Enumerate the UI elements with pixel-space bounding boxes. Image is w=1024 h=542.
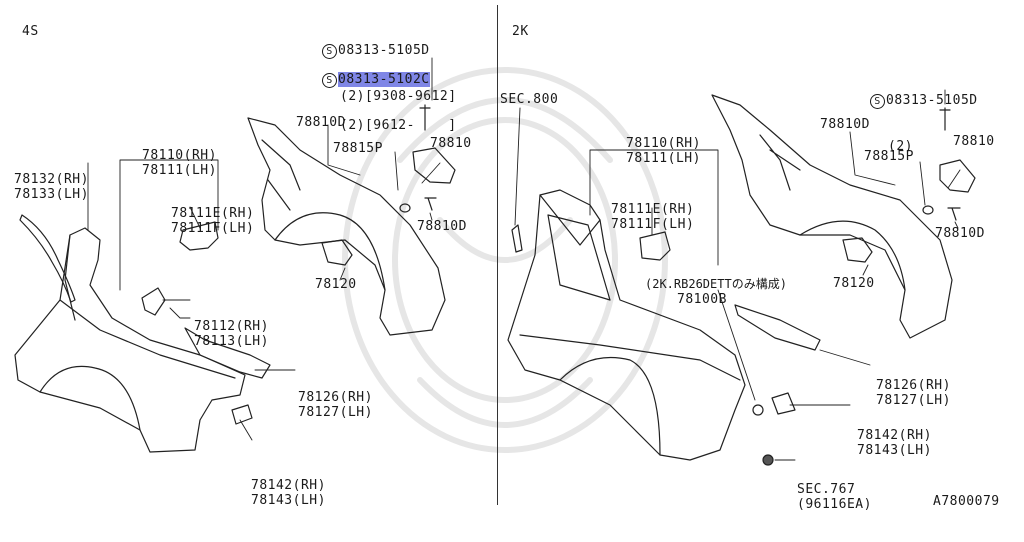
part-78810d-low-right[interactable]: 78810D [935, 226, 985, 241]
wheelhouse-ribs-right [759, 134, 801, 191]
sec-800[interactable]: SEC.800 [500, 92, 559, 107]
fender-arch-2k [559, 356, 661, 456]
piece-78142-right [771, 392, 796, 415]
bracket-78810-right [939, 159, 976, 193]
wheelhouse-ribs-left [261, 139, 301, 211]
fender-pillar-2k [539, 194, 601, 246]
screw-symbol-icon: S [322, 44, 337, 59]
part-78110-right[interactable]: 78110(RH)78111(LH) [626, 136, 701, 166]
part-78100b-note: (2K.RB26DETTのみ構成) [645, 277, 787, 291]
screw-symbol-icon: S [322, 73, 337, 88]
fender-crease-left [59, 299, 236, 379]
part-78810-left[interactable]: 78810 [430, 136, 472, 151]
part-78112-left[interactable]: 78112(RH)78113(LH) [194, 319, 269, 349]
part-78810d-low-left[interactable]: 78810D [417, 219, 467, 234]
extension-78126 [184, 327, 271, 379]
watermark-emblem [342, 67, 668, 453]
fender-window-2k [547, 214, 611, 301]
part-78126-right[interactable]: 78126(RH)78127(LH) [876, 378, 951, 408]
bracket-78810-left [412, 147, 456, 184]
part-78810d-top-left[interactable]: 78810D [296, 115, 346, 130]
diagram-art [14, 57, 976, 466]
highlighted-part: 08313-5102C [338, 72, 430, 87]
part-78142-left[interactable]: 78142(RH)78143(LH) [251, 478, 326, 508]
clip-78810d-left [424, 197, 437, 211]
part-78810d-top-right[interactable]: 78810D [820, 117, 870, 132]
grommet-78815p-right [922, 205, 934, 215]
part-78120-left[interactable]: 78120 [315, 277, 357, 292]
plate-78120-right [842, 237, 873, 263]
leaders-right [514, 89, 961, 461]
section-label-left: 4S [22, 24, 39, 39]
part-78111e-right[interactable]: 78111E(RH)78111F(LH) [611, 202, 695, 232]
grommet-78815p-left [399, 203, 411, 213]
piece-78142 [231, 404, 253, 425]
sec-767[interactable]: SEC.767(96116EA) [797, 482, 872, 512]
part-78810-right[interactable]: 78810 [953, 134, 995, 149]
part-78132-left[interactable]: 78132(RH)78133(LH) [14, 172, 89, 202]
part-78815p-left[interactable]: 78815P [333, 141, 383, 156]
wheelhouse-arch-right [799, 220, 906, 291]
part-78100b[interactable]: 78100B [677, 292, 727, 307]
clip-78810d-right [947, 207, 961, 221]
part-78815p-right[interactable]: 78815P [864, 149, 914, 164]
plate-78120-left [321, 239, 353, 266]
bracket-78111e [179, 221, 219, 251]
rear-fender-2k [507, 189, 746, 461]
bracket-78111e-right [639, 231, 671, 261]
fender-arch-left [39, 365, 141, 431]
screw-left [419, 104, 431, 131]
screw-symbol-icon: S [870, 94, 885, 109]
part-78120-right[interactable]: 78120 [833, 276, 875, 291]
wheelhouse-arch-left [274, 212, 386, 291]
fender-pillar-left [64, 234, 76, 321]
wheelhouse-78810d-right [711, 94, 953, 339]
part-78110-left[interactable]: 78110(RH)78111(LH) [142, 148, 217, 178]
catalog-id: A7800079 [933, 494, 1000, 509]
part-78126-left[interactable]: 78126(RH)78127(LH) [298, 390, 373, 420]
grommet-sec767 [762, 454, 774, 466]
section-label-right: 2K [512, 24, 529, 39]
screw-part-right-note: (2) [888, 139, 913, 154]
rear-fender-78110 [14, 227, 246, 453]
fender-crease-2k [519, 334, 741, 381]
screw-right [939, 107, 951, 131]
wheelhouse-78810d-left [247, 117, 446, 336]
screw-part-1-note: (2)[9308-9612] [340, 89, 457, 104]
part-78142-right[interactable]: 78142(RH)78143(LH) [857, 428, 932, 458]
leaders-left [87, 57, 441, 441]
section-divider [497, 5, 498, 505]
moulding-sec800 [511, 224, 523, 253]
bracket-78112 [141, 287, 166, 316]
screw-part-2-note: (2)[9612- ] [340, 118, 457, 133]
extension-78126-right [734, 304, 821, 351]
clip-78100b [752, 404, 764, 416]
part-78111e-left[interactable]: 78111E(RH)78111F(LH) [171, 206, 255, 236]
